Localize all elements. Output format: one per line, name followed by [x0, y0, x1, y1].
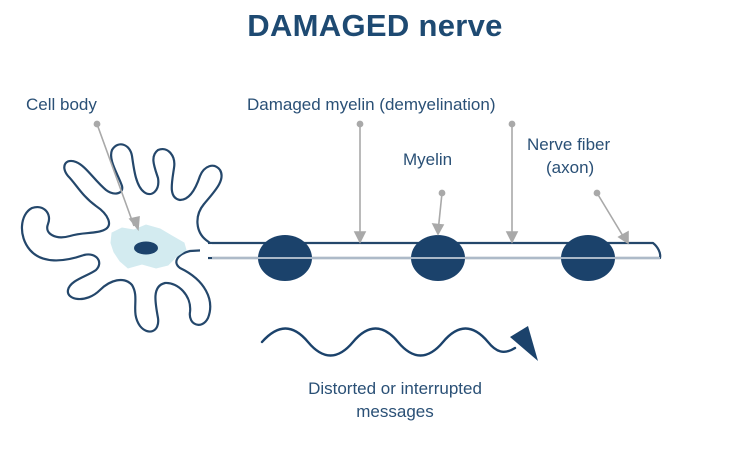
- cell-body-label: Cell body: [26, 95, 97, 114]
- caption-line1: Distorted or interrupted: [308, 379, 482, 398]
- neuron-outline: [20, 143, 223, 333]
- nerve-fiber-label-line1: Nerve fiber: [527, 135, 611, 154]
- myelin-label: Myelin: [403, 150, 453, 169]
- nucleus: [134, 241, 158, 255]
- nerve-fiber-label-line2: (axon): [546, 158, 595, 177]
- caption-line2: messages: [356, 402, 434, 421]
- diagram-title: DAMAGED nerve: [247, 8, 503, 43]
- signal-arrowhead: [510, 326, 538, 361]
- damaged-myelin-label: Damaged myelin (demyelination): [247, 95, 496, 114]
- signal-wave: [260, 326, 538, 361]
- pointer-lines: [93, 120, 629, 245]
